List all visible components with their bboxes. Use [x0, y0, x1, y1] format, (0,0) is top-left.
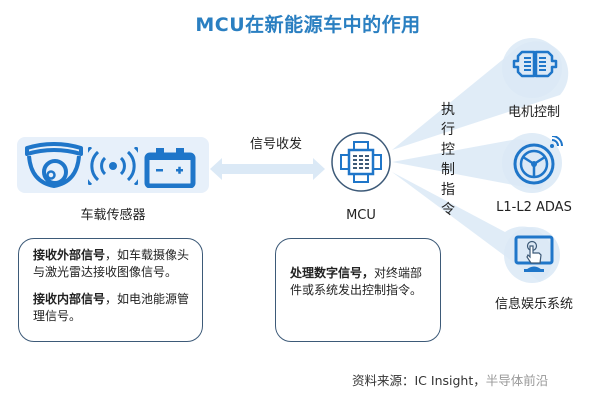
diagram-title: MCU在新能源车中的作用 — [195, 14, 421, 36]
mcu-label: MCU — [346, 208, 376, 223]
sensor-description-box: 接收外部信号，如车载摄像头与激光雷达接收图像信号。 接收内部信号，如电池能源管理… — [18, 238, 203, 342]
touchscreen-icon — [514, 235, 554, 272]
mcu-processing-text: 处理数字信号，对终端部件或系统发出控制指令。 — [290, 266, 423, 297]
motor-icon — [512, 50, 558, 78]
execute-control-label: 执 行 控 制 指 令 — [441, 102, 455, 218]
external-signal-text: 接收外部信号，如车载摄像头与激光雷达接收图像信号。 — [33, 248, 190, 279]
bidirectional-arrow-icon — [210, 158, 325, 180]
infotainment-label: 信息娱乐系统 — [494, 297, 573, 312]
dome-camera-icon — [25, 142, 83, 189]
adas-label: L1-L2 ADAS — [496, 200, 572, 215]
source-note: 资料来源：IC Insight，半导体前沿 — [352, 373, 549, 388]
battery-icon — [144, 148, 196, 188]
motor-control-label: 电机控制 — [507, 105, 560, 120]
chip-icon — [331, 132, 391, 192]
sensor-label: 车载传感器 — [80, 208, 146, 223]
steering-wheel-icon — [513, 136, 563, 185]
watermark: 半导体前沿 — [485, 373, 549, 388]
wireless-signal-icon — [88, 147, 138, 185]
internal-signal-text: 接收内部信号，如电池能源管理信号。 — [33, 292, 190, 323]
signal-exchange-label: 信号收发 — [249, 137, 302, 152]
mcu-description-box: 处理数字信号，对终端部件或系统发出控制指令。 — [275, 238, 441, 342]
